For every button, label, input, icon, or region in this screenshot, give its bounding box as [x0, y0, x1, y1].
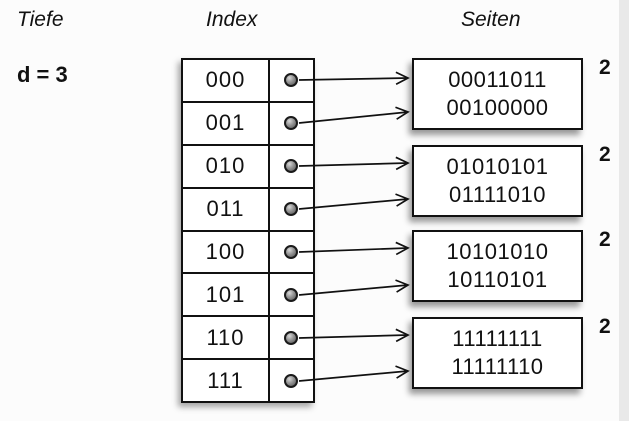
index-row-000: 000	[183, 60, 313, 103]
index-label: 000	[183, 60, 270, 101]
local-depth-label-2: 2	[599, 143, 611, 166]
index-row-011: 011	[183, 188, 313, 232]
page-entry: 10110101	[447, 267, 548, 292]
index-label: 011	[183, 188, 270, 230]
page-entry: 01010101	[446, 154, 549, 179]
index-header: Index	[206, 8, 258, 31]
page-box-2: 01010101 01111010	[412, 145, 583, 217]
pointer-cell	[270, 146, 313, 187]
pointer-dot-icon	[283, 244, 298, 259]
page-box-1: 00011011 00100000	[412, 58, 583, 130]
index-label: 101	[183, 274, 270, 316]
page-box-3: 10101010 10110101	[412, 230, 583, 302]
pointer-cell	[270, 317, 313, 358]
index-row-010: 010	[183, 145, 313, 189]
index-row-001: 001	[183, 102, 313, 146]
pointer-dot-icon	[283, 202, 298, 217]
page-entry: 00100000	[446, 95, 549, 120]
page-entry: 10101010	[446, 239, 549, 264]
local-depth-label-3: 2	[599, 228, 611, 251]
index-row-110: 110	[183, 317, 313, 361]
pointer-cell	[270, 60, 313, 101]
arrow-111-to-page-4	[298, 365, 410, 382]
index-row-111: 111	[183, 360, 313, 401]
pointer-dot-icon	[283, 73, 298, 88]
arrow-110-to-page-4	[298, 328, 410, 343]
index-label: 100	[183, 231, 270, 273]
arrow-010-to-page-2	[298, 156, 410, 171]
pointer-dot-icon	[283, 159, 298, 174]
index-table: 000 001 010 011 100 101 110 111	[181, 58, 315, 403]
arrow-100-to-page-3	[298, 241, 410, 256]
pointer-dot-icon	[283, 330, 298, 345]
pointer-cell	[270, 232, 313, 273]
index-label: 111	[183, 360, 270, 401]
page-box-4: 11111111 11111110	[412, 317, 583, 389]
local-depth-label-4: 2	[599, 315, 611, 338]
index-row-101: 101	[183, 274, 313, 318]
page-entry: 11111111	[452, 326, 543, 351]
depth-header: Tiefe	[17, 8, 64, 31]
pages-header: Seiten	[461, 8, 521, 31]
arrow-101-to-page-3	[298, 279, 410, 296]
pointer-dot-icon	[283, 287, 298, 302]
pointer-cell	[270, 274, 313, 315]
page-entry: 01111010	[449, 182, 546, 207]
arrow-000-to-page-1	[298, 71, 410, 85]
pointer-dot-icon	[283, 116, 298, 131]
global-depth-value: d = 3	[17, 62, 68, 87]
page-entry: 00011011	[448, 67, 547, 92]
pointer-cell	[270, 189, 313, 230]
arrow-011-to-page-2	[298, 193, 410, 210]
background-strip	[619, 0, 629, 421]
local-depth-label-1: 2	[599, 56, 611, 79]
arrow-001-to-page-1	[298, 106, 410, 124]
index-row-100: 100	[183, 231, 313, 275]
pointer-cell	[270, 103, 313, 144]
index-label: 110	[183, 317, 270, 359]
pointer-cell	[270, 360, 313, 401]
pointer-dot-icon	[283, 373, 298, 388]
index-label: 010	[183, 145, 270, 187]
index-label: 001	[183, 102, 270, 144]
page-entry: 11111110	[451, 354, 544, 379]
